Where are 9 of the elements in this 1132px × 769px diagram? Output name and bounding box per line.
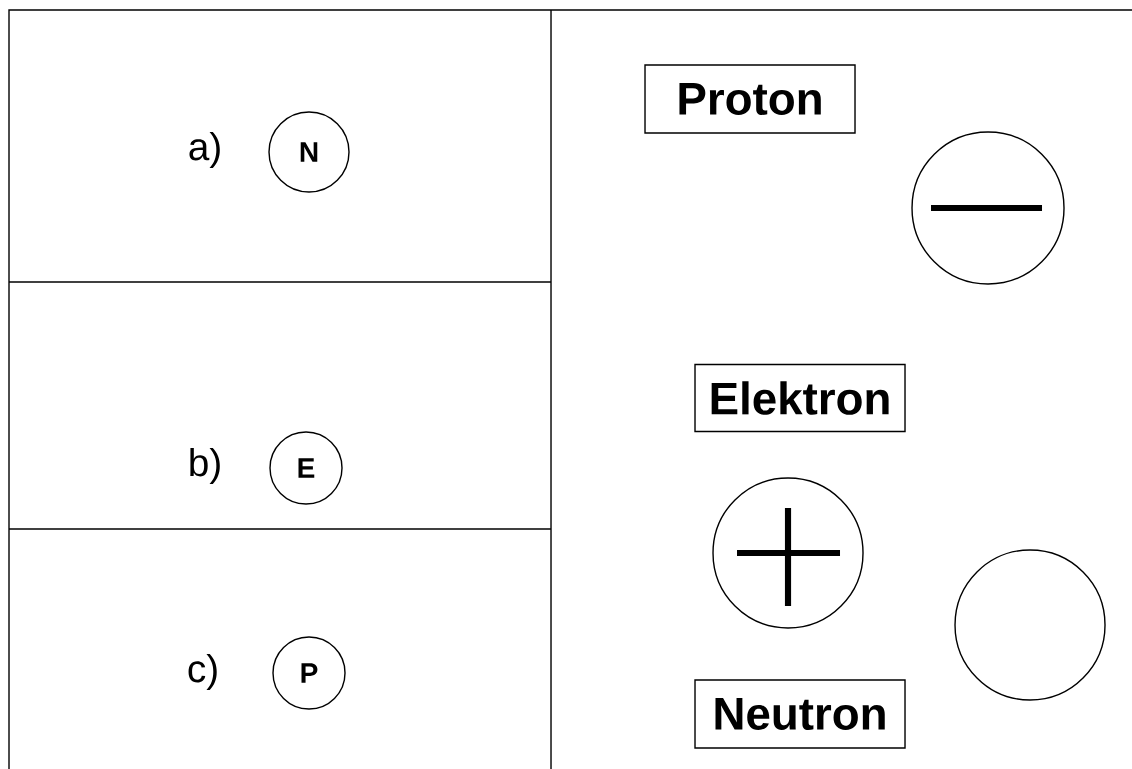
item-letter: a) (189, 132, 220, 168)
word-box: Neutron (694, 679, 906, 749)
empty-circle (954, 549, 1106, 701)
plus-sign-circle (712, 477, 864, 629)
word-box: Proton (644, 64, 856, 134)
item-letter: c) (188, 654, 217, 690)
item-letter: b) (190, 448, 220, 484)
minus-sign-circle (911, 131, 1065, 285)
word-box: Elektron (694, 363, 906, 433)
